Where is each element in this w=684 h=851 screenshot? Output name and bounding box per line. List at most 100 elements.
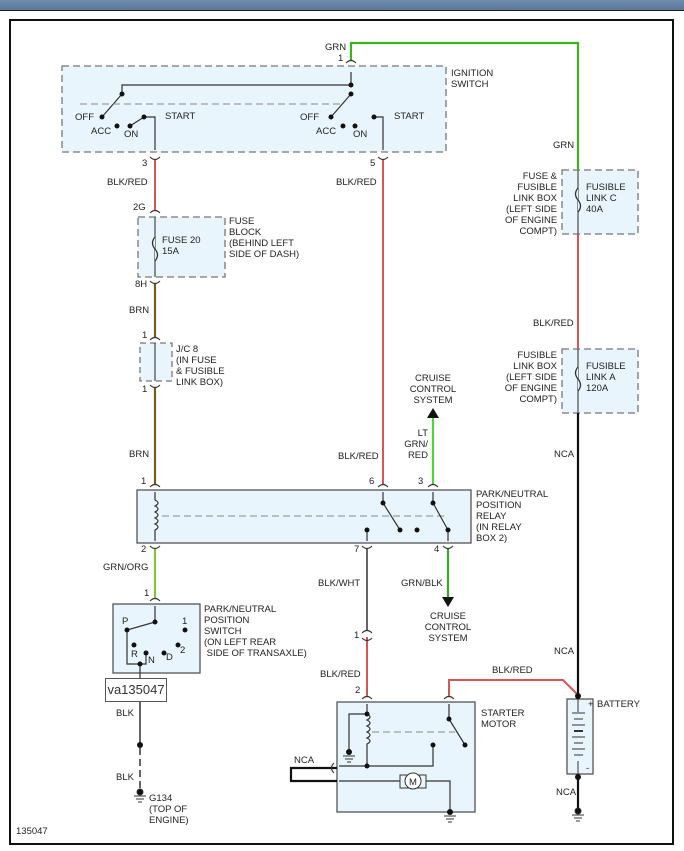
ign-on-right: ON: [353, 129, 367, 140]
wire-nca-st: [289, 766, 337, 783]
wire-label-blkwht: BLK/WHT: [318, 578, 361, 589]
cruise-control-down-label: CRUISE CONTROL SYSTEM: [424, 611, 472, 644]
pin-sw-1: 1: [144, 588, 149, 599]
starter-motor-ground: [425, 780, 451, 812]
wire-label-blkred-6: BLK/RED: [338, 451, 379, 462]
starter-internal-bus: [339, 745, 434, 767]
ign-off-left: OFF: [75, 112, 94, 123]
fuse-20-icon: [151, 236, 159, 262]
fuse-fusible-link-box-label: FUSE & FUSIBLE LINK BOX (LEFT SIDE OF EN…: [505, 171, 558, 237]
pin-relay-7: 7: [354, 544, 359, 555]
pin-conn-1: 1: [354, 630, 359, 641]
wire-label-nca-bat-bot: NCA: [556, 787, 577, 798]
battery-cells-icon: [572, 699, 585, 774]
pin-ign-1: 1: [338, 53, 343, 64]
pin-relay-2: 2: [141, 544, 146, 555]
wire-grn: [349, 41, 580, 170]
wire-label-blkred-bat: BLK/RED: [492, 665, 533, 676]
ign-off-right: OFF: [300, 112, 319, 123]
starter-switch-arm: [448, 718, 466, 746]
diagram-number: 135047: [16, 826, 48, 837]
wire-label-blk-2: BLK: [116, 772, 134, 783]
ignition-switch-box: [61, 65, 447, 153]
wire-label-blkred-3: BLK/RED: [107, 177, 148, 188]
fusible-link-box-label: FUSIBLE LINK BOX (LEFT SIDE OF ENGINE CO…: [504, 350, 557, 405]
pn-relay-label: PARK/NEUTRAL POSITION RELAY (IN RELAY BO…: [476, 489, 549, 544]
jc8-box: [139, 342, 173, 382]
arrow-down-icon: [442, 597, 454, 607]
battery-plus: +: [588, 699, 594, 710]
wire-label-nca-st: NCA: [294, 755, 315, 766]
pn-sw-path: [126, 630, 147, 665]
relay-switch-1: [382, 502, 401, 531]
pin-fb-2g: 2G: [133, 202, 146, 213]
fusible-link-a-icon: [574, 366, 582, 392]
window-title-bar: [0, 0, 684, 11]
pn-switch-box: [112, 603, 201, 674]
ign-bus: [121, 72, 352, 94]
pin-fb-8h: 8H: [135, 279, 147, 290]
ign-contacts: [99, 82, 377, 129]
ignition-switch-label: IGNITION SWITCH: [451, 68, 494, 90]
fusible-link-a-label: FUSIBLE LINK A 120A: [586, 361, 626, 394]
battery-negative-terminal: [575, 774, 581, 780]
pn-pos-n: N: [148, 655, 155, 666]
wire-label-nca-bat-top: NCA: [554, 646, 575, 657]
fuse-block-box: [137, 216, 226, 278]
ign-start-left: [144, 116, 156, 150]
wire-label-brn-1: BRN: [129, 305, 150, 316]
ign-acc-right: ACC: [316, 126, 336, 137]
ign-on-start-link: [129, 116, 145, 127]
pin-ign-5: 5: [370, 158, 375, 169]
arrow-up-icon: [427, 408, 439, 418]
wire-label-nca-right: NCA: [554, 449, 575, 460]
wire-label-blkred-5: BLK/RED: [336, 177, 377, 188]
relay-contacts: [364, 500, 451, 533]
fusible-link-a-box: [561, 348, 639, 414]
fusible-link-c-icon: [574, 187, 582, 213]
pin-jc-out: 1: [142, 384, 147, 395]
relay-switch-2: [432, 502, 449, 531]
pin-jc-in: 1: [142, 330, 147, 341]
starter-contacts: [346, 711, 468, 815]
connector-icons: [149, 59, 455, 774]
fusible-link-c-label: FUSIBLE LINK C 40A: [586, 182, 626, 215]
pin-st-2: 2: [355, 685, 360, 696]
wire-label-brn-2: BRN: [129, 449, 150, 460]
pn-pos-2: 2: [180, 645, 185, 656]
starter-motor-label: STARTER MOTOR: [481, 708, 525, 730]
wire-label-grn-right: GRN: [553, 140, 575, 151]
ign-acc-left: ACC: [91, 126, 111, 137]
pn-sw-arm: [126, 621, 156, 631]
relay-coil-icon: [153, 492, 159, 541]
fusible-link-c-box: [561, 169, 639, 235]
ign-switch-arm-left: [101, 93, 123, 118]
starter-motor-box: [336, 701, 476, 813]
pin-relay-4: 4: [434, 544, 439, 555]
cruise-control-up-label: CRUISE CONTROL SYSTEM: [409, 373, 457, 406]
pn-pos-r: R: [131, 649, 138, 660]
ign-start-right: [374, 116, 384, 150]
ign-switch-arm-right: [330, 93, 352, 118]
ground-g134-label: G134 (TOP OF ENGINE): [149, 793, 189, 826]
pin-ign-3: 3: [142, 158, 147, 169]
pn-pos-p: P: [122, 616, 128, 627]
motor-icon: [404, 772, 422, 790]
pn-switch-contacts: [124, 619, 188, 667]
pn-pos-d: D: [166, 652, 173, 663]
battery-positive-terminal: [575, 693, 581, 699]
wire-label-blkred-fl: BLK/RED: [533, 318, 574, 329]
wire-label-grn-top: GRN: [325, 42, 347, 53]
jc8-label: J/C 8 (IN FUSE & FUSIBLE LINK BOX): [176, 344, 225, 388]
battery-minus: -: [586, 763, 589, 774]
pn-pos-1: 1: [182, 616, 187, 627]
fuse-block-label: FUSE BLOCK (BEHIND LEFT SIDE OF DASH): [229, 216, 300, 260]
wire-label-blkred-st: BLK/RED: [320, 669, 361, 680]
wire-label-ltgrn-red: LT GRN/ RED: [404, 428, 428, 461]
wire-label-grnorg: GRN/ORG: [103, 562, 149, 573]
pin-relay-1: 1: [141, 476, 146, 487]
ign-start-left: START: [165, 111, 195, 122]
pn-switch-label: PARK/NEUTRAL POSITION SWITCH (ON LEFT RE…: [204, 604, 307, 659]
wire-label-grnblk: GRN/BLK: [401, 578, 443, 589]
